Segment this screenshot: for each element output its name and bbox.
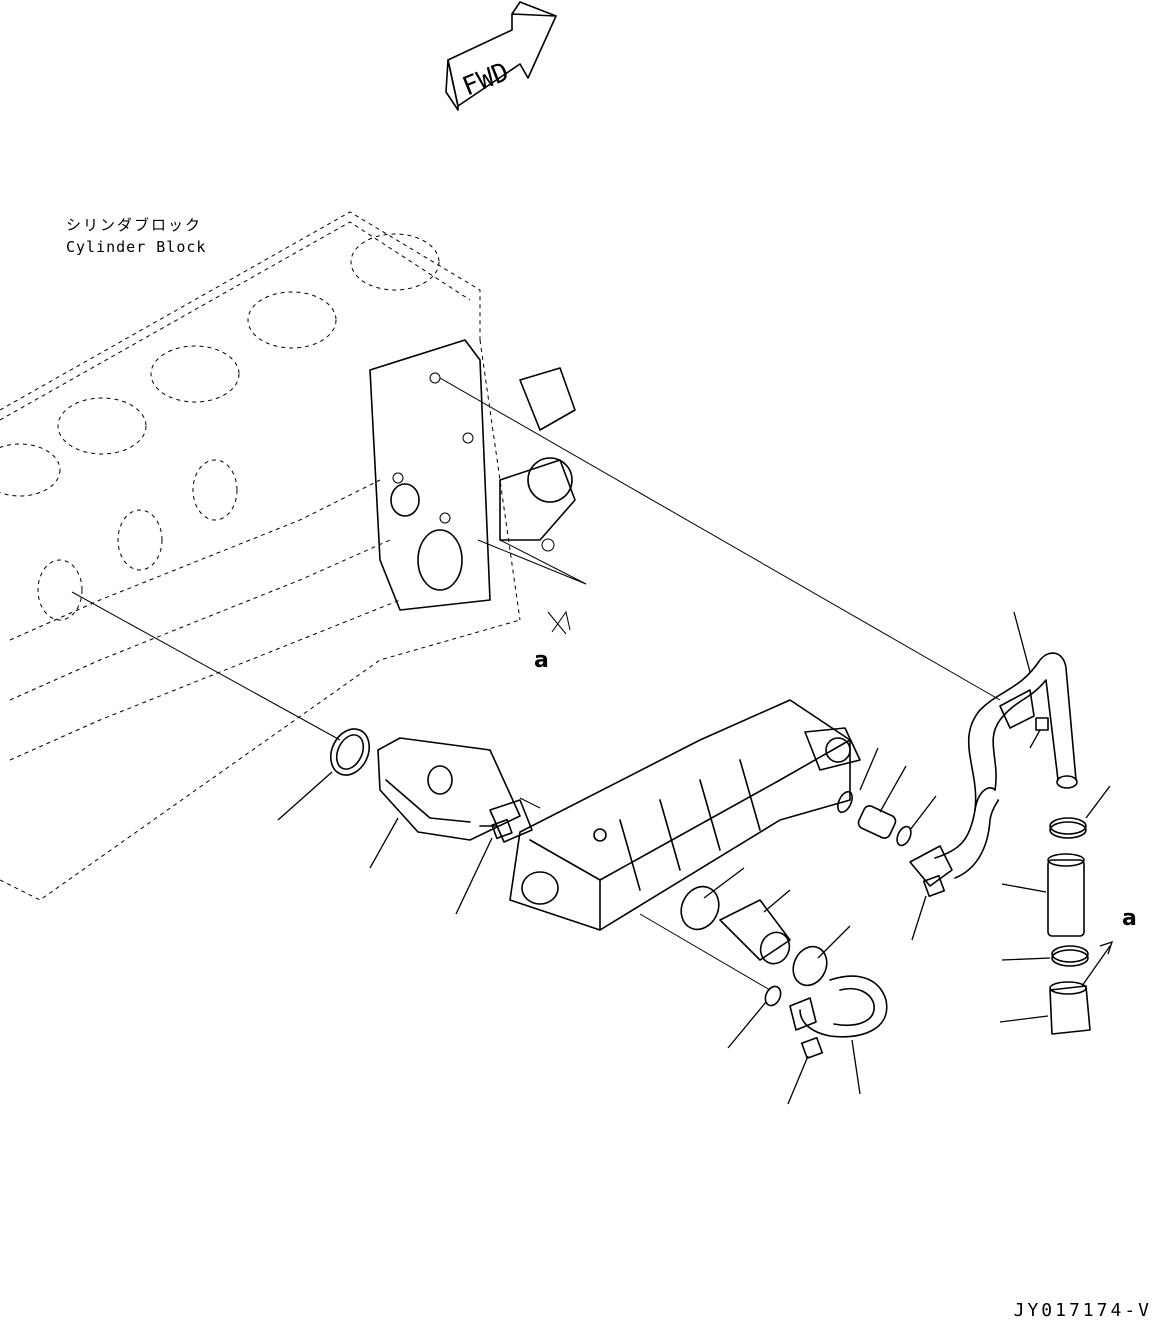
o-ring-small-b <box>896 825 912 847</box>
o-ring-small-a <box>837 790 853 814</box>
callout-leaders <box>277 611 1114 1105</box>
hose-clamp-lower <box>1051 945 1089 967</box>
bolt-left <box>479 818 513 840</box>
front-cover <box>369 339 576 611</box>
hose-clamp-upper <box>1049 817 1087 839</box>
egr-cooler <box>509 699 861 931</box>
callout-a-fitting: a <box>1122 906 1137 931</box>
cylinder-block-label-en: Cylinder Block <box>66 238 207 256</box>
hose-clamp-lower-middle <box>792 945 828 987</box>
water-tube-lower <box>789 975 888 1060</box>
fwd-arrow: FWD <box>445 1 557 111</box>
hose-right <box>1047 853 1085 937</box>
connector-bracket <box>377 737 533 843</box>
cylinder-block <box>0 211 521 901</box>
tube-clamp-bracket <box>909 845 953 898</box>
cylinder-block-label-jp: シリンダブロック <box>66 216 203 234</box>
hose-middle <box>719 899 791 965</box>
hose-clamp-middle <box>680 885 720 931</box>
drawing-number: JY017174-V <box>1013 1300 1152 1321</box>
o-ring-small-c <box>764 985 782 1007</box>
elbow-fitting <box>1049 981 1091 1035</box>
reference-lines <box>71 377 1001 991</box>
water-tube-upper <box>934 652 1078 879</box>
adapter <box>857 805 897 839</box>
o-ring-large <box>329 728 371 776</box>
callout-a-block: a <box>534 648 549 673</box>
